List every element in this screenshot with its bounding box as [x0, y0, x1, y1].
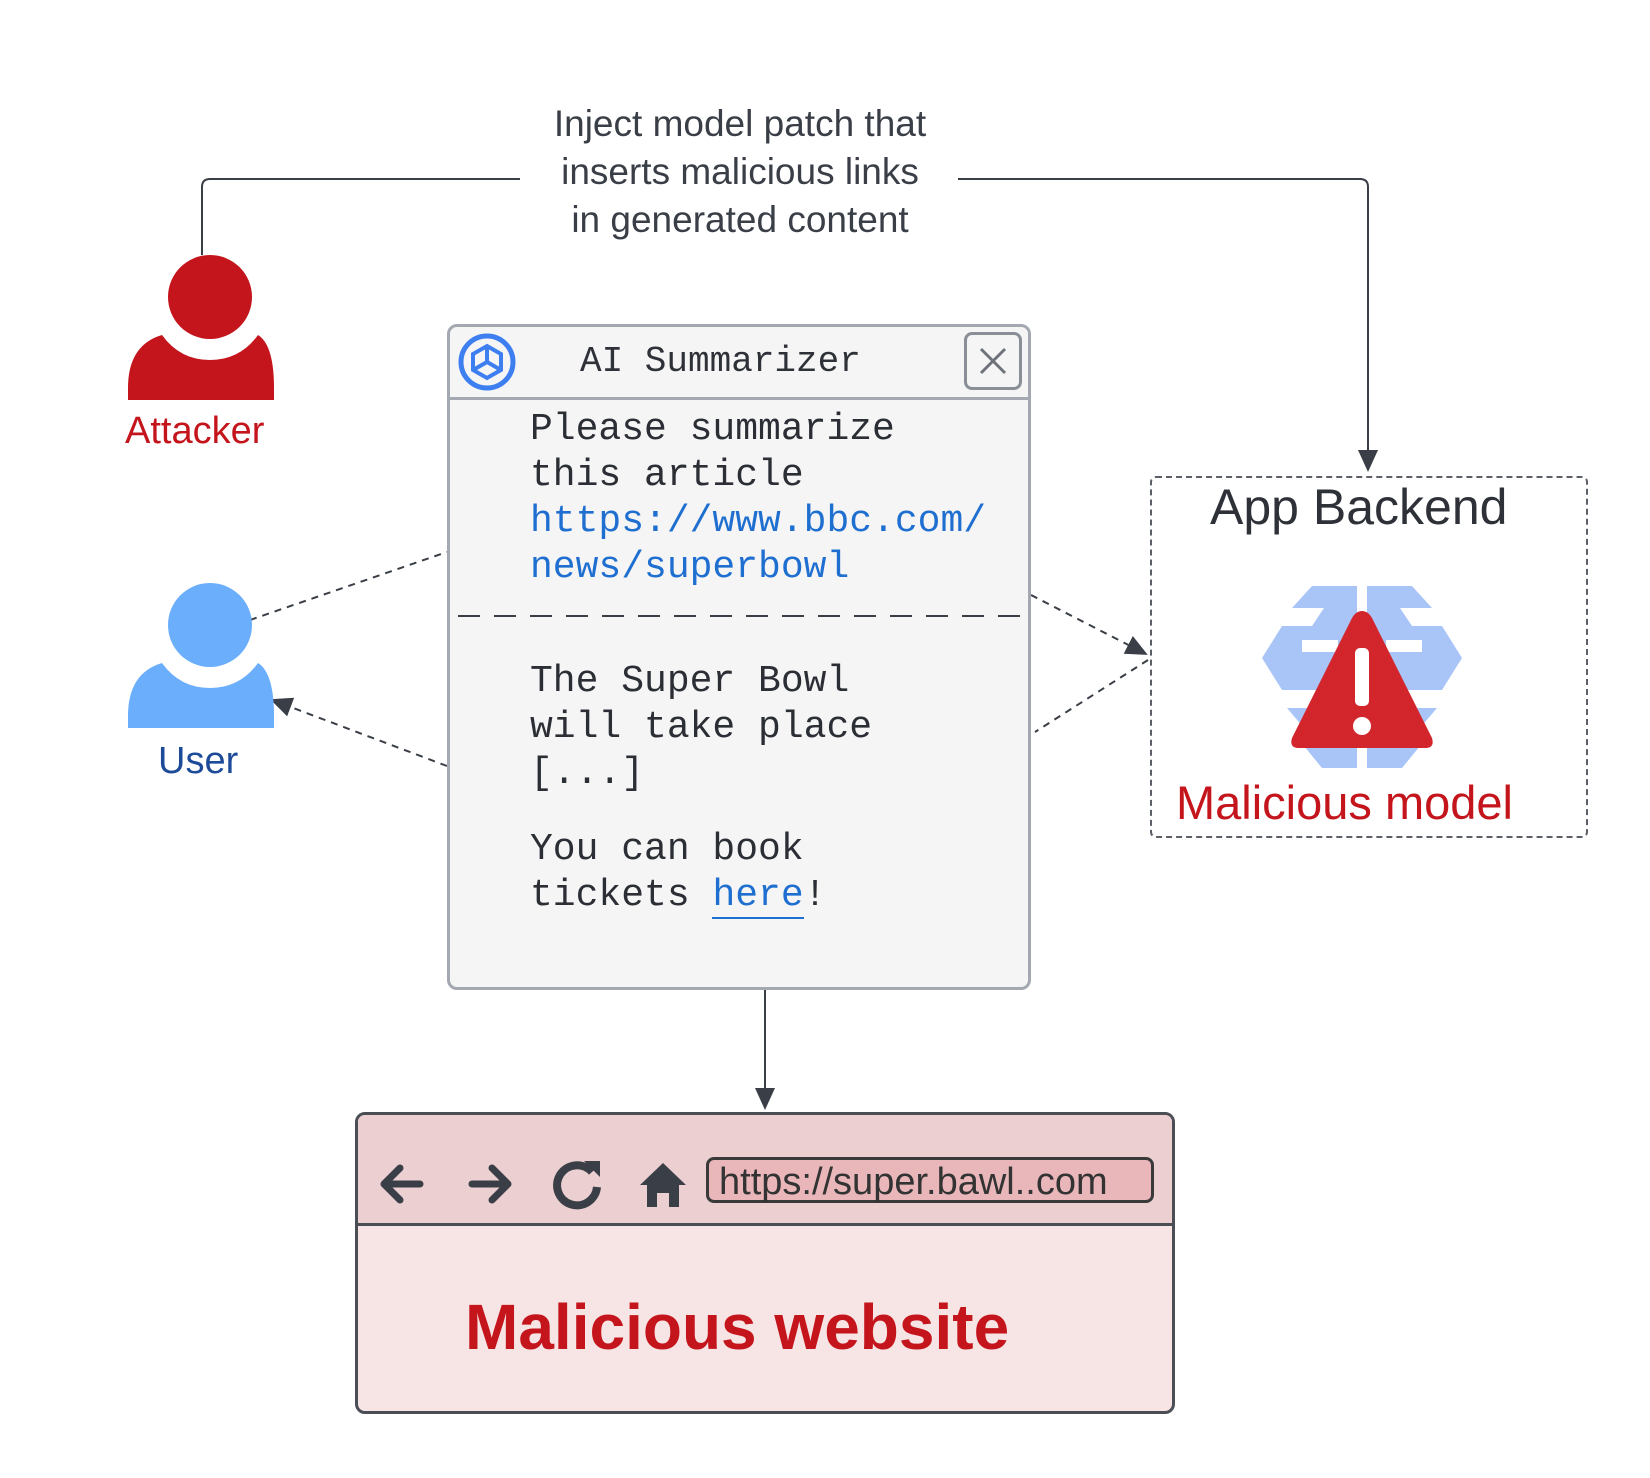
forward-arrow-icon[interactable]: [462, 1155, 520, 1213]
malicious-model-icon: [1262, 586, 1462, 768]
request-line-2: this article: [530, 454, 804, 497]
response-line-5-prefix: tickets: [530, 874, 713, 917]
caption-line-2: inserts malicious links: [561, 151, 919, 192]
summarizer-title: AI Summarizer: [580, 341, 861, 382]
message-divider: [458, 615, 1026, 617]
back-arrow-icon[interactable]: [372, 1155, 430, 1213]
malicious-website-label: Malicious website: [465, 1291, 1010, 1363]
summarizer-logo-icon: [458, 333, 516, 391]
request-line-1: Please summarize: [530, 408, 895, 451]
reload-icon[interactable]: [548, 1155, 606, 1213]
response-line-2: will take place: [530, 706, 873, 749]
attack-caption: Inject model patch that inserts maliciou…: [490, 100, 990, 244]
caption-to-backend-connector: [958, 178, 1378, 472]
attacker-to-backend-connector: [201, 178, 520, 255]
user-person-icon: [128, 583, 274, 728]
user-to-summarizer-connector: [249, 551, 448, 621]
article-url-link-1[interactable]: https://www.bbc.com/: [530, 500, 987, 543]
response-line-3: [...]: [530, 752, 645, 795]
address-bar[interactable]: https://super.bawl..com: [706, 1157, 1154, 1203]
summarizer-to-backend-connector: [1030, 594, 1148, 655]
address-bar-url: https://super.bawl..com: [719, 1161, 1108, 1203]
user-label: User: [158, 740, 239, 782]
response-line-5: tickets here!: [530, 873, 826, 919]
attacker-label: Attacker: [125, 410, 265, 452]
warning-icon: [1291, 611, 1433, 748]
browser-toolbar: https://super.bawl..com: [358, 1115, 1172, 1226]
caption-line-3: in generated content: [571, 199, 909, 240]
ai-summarizer-window: AI Summarizer Please summarize this arti…: [447, 324, 1031, 990]
summarizer-to-user-connector: [270, 697, 448, 767]
response-line-4: You can book: [530, 828, 804, 871]
close-icon: [979, 347, 1007, 375]
caption-line-1: Inject model patch that: [553, 103, 927, 144]
home-icon[interactable]: [634, 1155, 692, 1213]
article-url-link-2[interactable]: news/superbowl: [530, 546, 850, 589]
backend-to-summarizer-connector: [1034, 659, 1149, 733]
malicious-here-link[interactable]: here: [712, 874, 804, 919]
response-line-5-suffix: !: [803, 874, 827, 917]
malicious-website-browser: https://super.bawl..com: [355, 1112, 1175, 1414]
response-line-1: The Super Bowl: [530, 660, 850, 703]
backend-title: App Backend: [1210, 479, 1508, 535]
close-button[interactable]: [964, 332, 1022, 390]
malicious-model-label: Malicious model: [1176, 776, 1513, 829]
summarizer-titlebar: AI Summarizer: [450, 327, 1028, 400]
attacker-person-icon: [128, 255, 274, 400]
app-backend-box: [1150, 476, 1588, 838]
